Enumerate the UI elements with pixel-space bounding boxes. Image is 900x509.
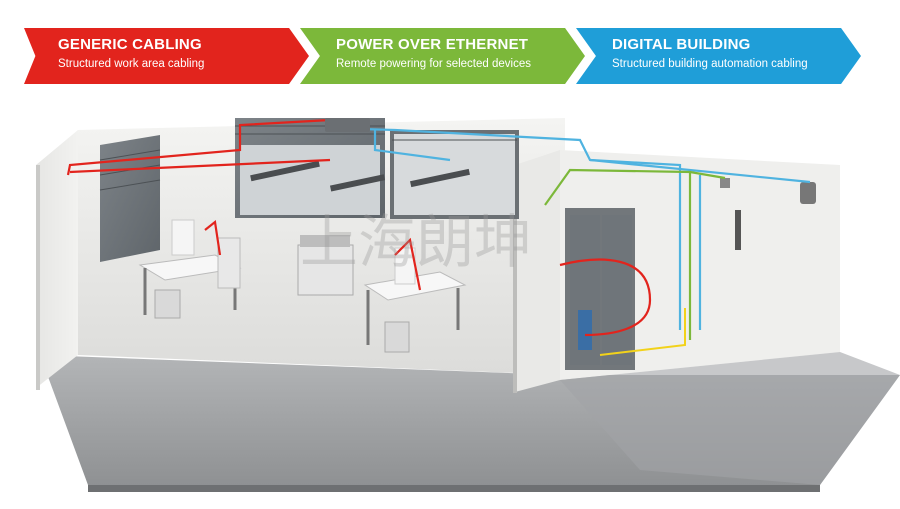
partition-wall xyxy=(515,150,560,392)
generic-cabling xyxy=(66,118,652,337)
generic-cabling-banner: GENERIC CABLING Structured work area cab… xyxy=(24,28,309,84)
left-wall-edge xyxy=(36,165,40,390)
digital-building-cabling xyxy=(329,126,811,330)
window-left xyxy=(99,135,161,262)
banner-subtitle: Structured work area cabling xyxy=(58,58,205,70)
hanging-lamp xyxy=(735,210,741,250)
ceiling-light xyxy=(410,168,470,188)
banner-title: GENERIC CABLING xyxy=(58,36,202,53)
desk-left xyxy=(138,219,242,319)
copier xyxy=(297,235,354,296)
power-cabling xyxy=(599,308,686,356)
partition-front xyxy=(513,165,517,393)
floor-edge xyxy=(88,485,820,492)
banner-title: DIGITAL BUILDING xyxy=(612,36,751,53)
window-right xyxy=(390,130,519,219)
digital-building-banner: DIGITAL BUILDING Structured building aut… xyxy=(576,28,861,84)
ceiling-device xyxy=(720,178,730,188)
poe-cabling xyxy=(544,168,726,340)
wall-camera xyxy=(800,182,816,204)
banner-subtitle: Remote powering for selected devices xyxy=(336,58,531,70)
desk-center xyxy=(363,247,467,353)
network-switch xyxy=(325,118,370,132)
ceiling-light xyxy=(250,160,320,182)
left-wall xyxy=(36,130,78,388)
server-room-floor xyxy=(560,352,900,485)
poe-banner: POWER OVER ETHERNET Remote powering for … xyxy=(300,28,585,84)
banner-subtitle: Structured building automation cabling xyxy=(612,58,808,70)
ceiling-light xyxy=(329,174,386,192)
server-rack xyxy=(565,208,635,370)
watermark: 上海朗坤 xyxy=(300,208,532,276)
banner-title: POWER OVER ETHERNET xyxy=(336,36,529,53)
